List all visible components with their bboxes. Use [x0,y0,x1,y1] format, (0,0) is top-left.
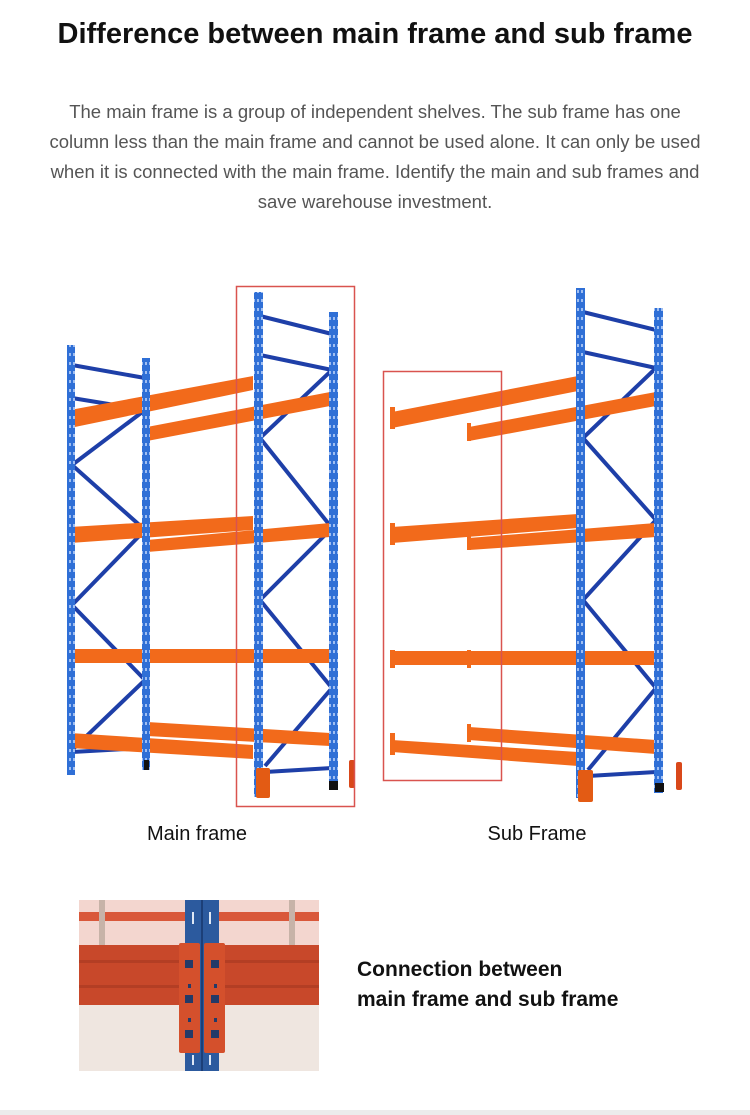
description-line: The main frame is a group of independent… [69,101,681,122]
connection-photo [79,900,319,1071]
page-title: Difference between main frame and sub fr… [57,18,693,50]
connection-caption-line1: Connection between [357,958,563,981]
description: The main frame is a group of independent… [18,97,732,217]
bottom-divider [0,1110,750,1115]
main-frame-caption: Main frame [146,823,248,845]
connection-caption: Connection between main frame and sub fr… [357,955,618,1015]
main-frame-highlight-box [235,285,356,808]
sub-frame-illustration [382,288,682,802]
sub-frame-highlight-box [382,370,503,782]
description-line: when it is connected with the main frame… [50,161,700,182]
description-line: column less than the main frame and cann… [49,131,701,152]
main-frame-illustration [67,285,356,808]
sub-frame-caption: Sub Frame [487,823,587,845]
connection-caption-line2: main frame and sub frame [357,988,619,1011]
description-line: save warehouse investment. [257,191,493,212]
